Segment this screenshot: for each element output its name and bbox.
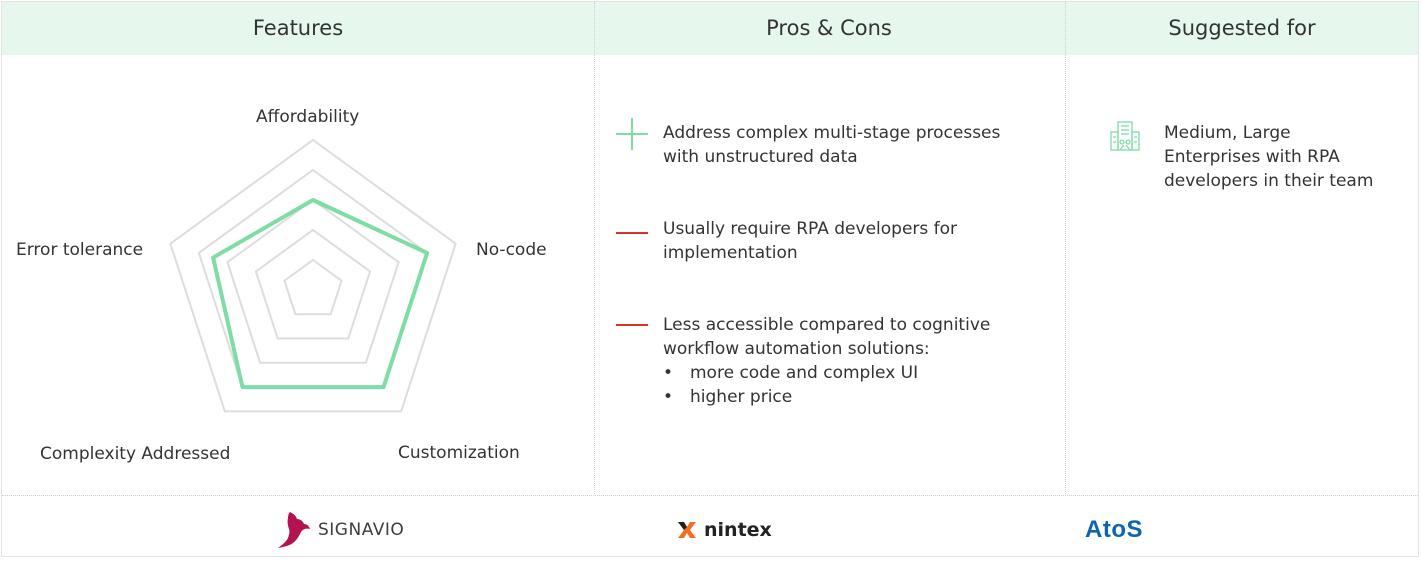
con-item-line: workflow automation solutions: <box>663 339 930 359</box>
gazelle-icon <box>278 512 310 548</box>
nintex-x-icon <box>678 522 696 538</box>
pro-item-line: with unstructured data <box>663 147 858 167</box>
con-item: Usually require RPA developers for imple… <box>663 217 957 265</box>
signavio-wordmark: SIGNAVIO <box>318 520 405 540</box>
con-bullet: higher price <box>663 385 990 409</box>
nintex-logo: nintex <box>676 505 772 555</box>
suggested-header: Suggested for <box>1168 16 1316 40</box>
minus-icon <box>616 324 648 326</box>
nintex-wordmark: nintex <box>704 519 772 541</box>
con-item-line: Less accessible compared to cognitive <box>663 315 991 335</box>
suggested-text: Medium, Large Enterprises with RPA devel… <box>1164 121 1373 193</box>
signavio-logo: SIGNAVIO <box>276 505 404 555</box>
logo-row-divider <box>2 495 1418 496</box>
plus-icon <box>616 118 648 150</box>
axis-label-no-code: No-code <box>476 240 547 260</box>
radar-grid-ring <box>169 138 457 413</box>
building-icon <box>1110 121 1140 151</box>
suggested-line: developers in their team <box>1164 171 1374 191</box>
radar-grid-ring <box>254 228 372 340</box>
pros-cons-header: Pros & Cons <box>766 16 892 40</box>
minus-icon <box>616 232 648 234</box>
atos-logo: AtoS <box>1085 505 1143 555</box>
features-header: Features <box>252 16 344 40</box>
con-item: Less accessible compared to cognitive wo… <box>663 313 990 409</box>
suggested-line: Medium, Large <box>1164 123 1291 143</box>
pro-item-line: Address complex multi-stage processes <box>663 123 1001 143</box>
radar-grid-ring <box>226 198 400 364</box>
atos-wordmark: AtoS <box>1085 516 1143 543</box>
radar-series <box>211 198 430 390</box>
suggested-line: Enterprises with RPA <box>1164 147 1340 167</box>
con-item-line: Usually require RPA developers for <box>663 219 958 239</box>
axis-label-error-tolerance: Error tolerance <box>16 240 144 260</box>
header-row <box>2 2 1418 55</box>
con-item-line: implementation <box>663 243 798 263</box>
radar-grid-ring <box>283 258 343 316</box>
con-bullet: more code and complex UI <box>663 361 990 385</box>
column-divider <box>594 2 595 494</box>
column-divider <box>1065 2 1066 494</box>
pro-item: Address complex multi-stage processes wi… <box>663 121 1000 169</box>
axis-label-customization: Customization <box>398 443 520 463</box>
radar-chart <box>169 138 457 413</box>
con-bullet-list: more code and complex UI higher price <box>663 361 990 409</box>
comparison-card <box>1 1 1419 557</box>
axis-label-affordability: Affordability <box>256 107 360 127</box>
axis-label-complexity: Complexity Addressed <box>40 444 231 464</box>
